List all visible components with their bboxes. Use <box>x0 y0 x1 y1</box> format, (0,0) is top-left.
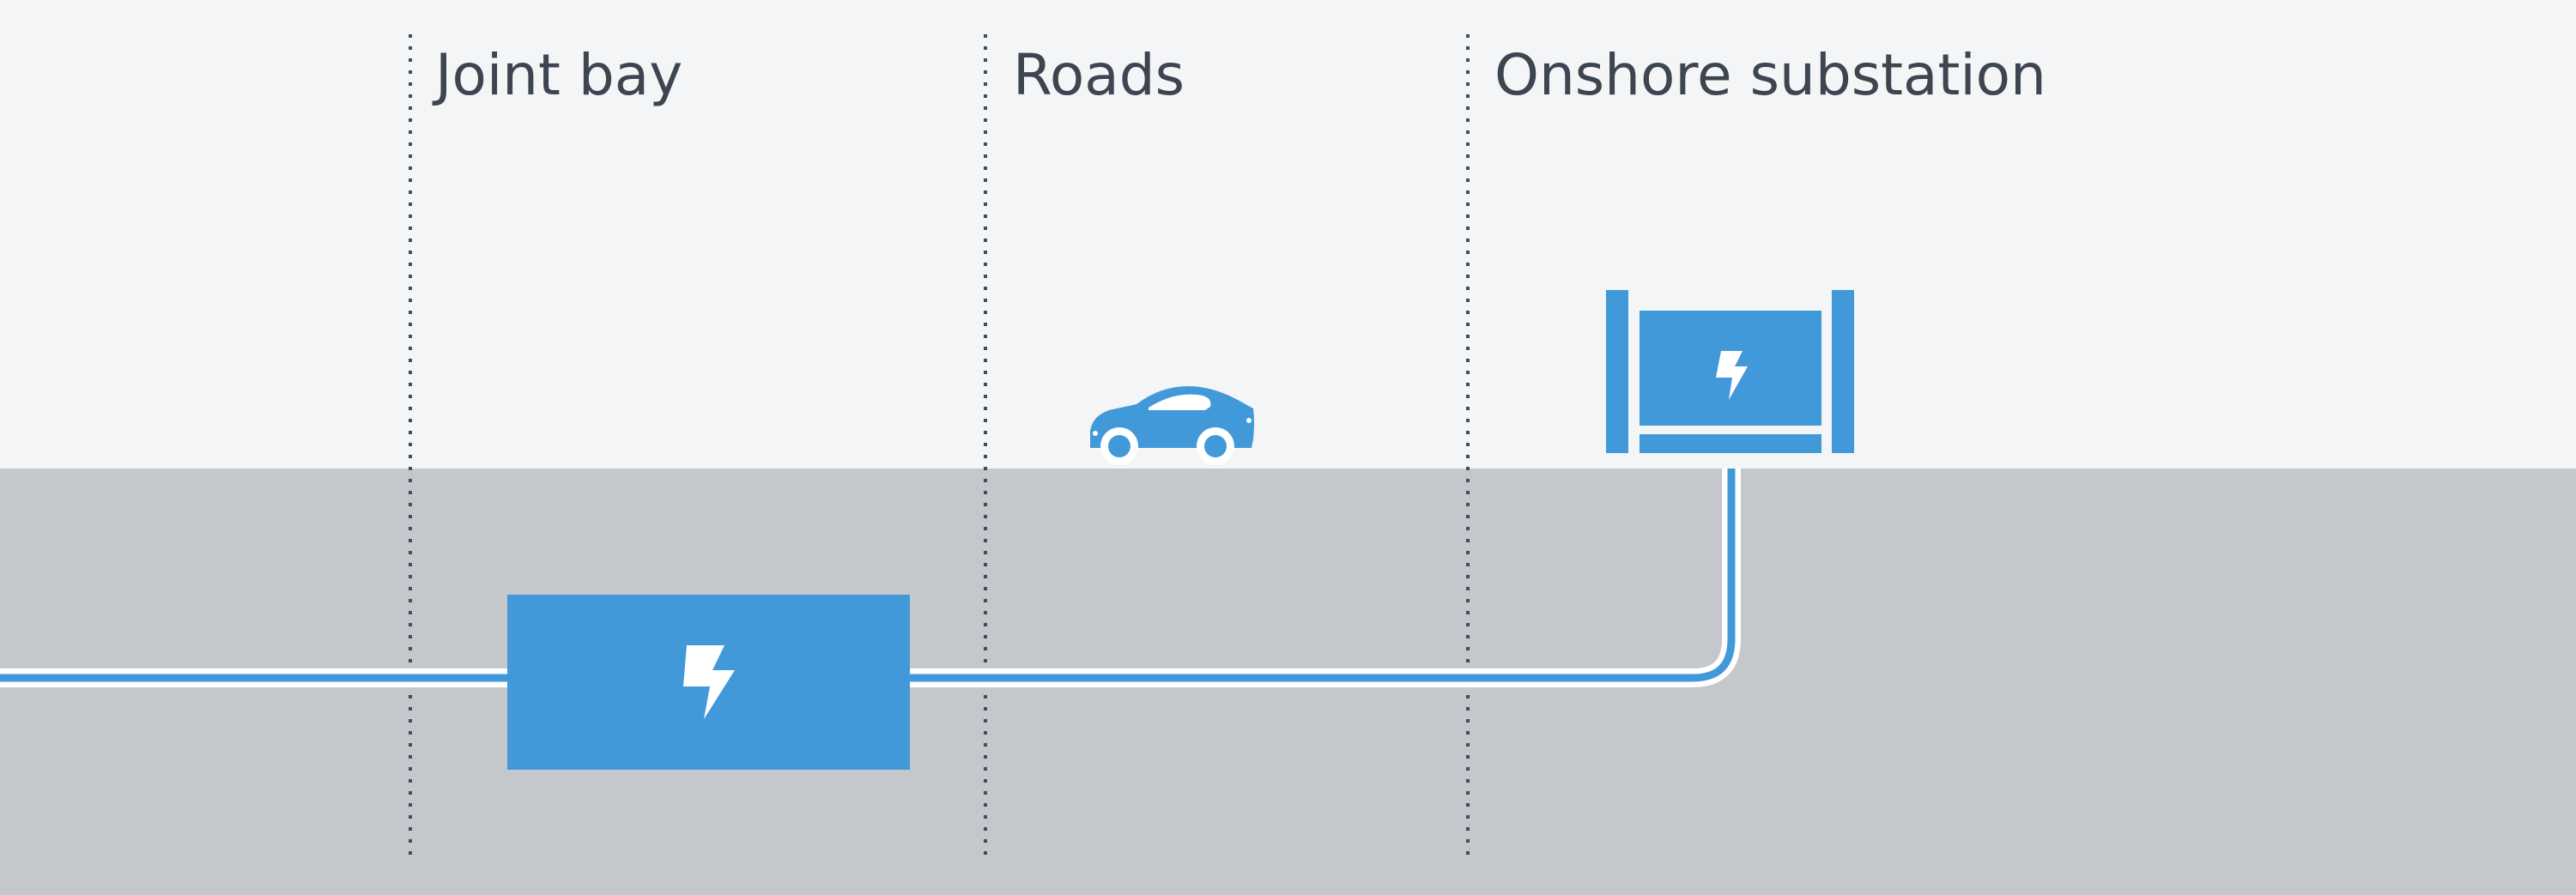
car-icon <box>1090 386 1254 465</box>
zone-label-joint-bay: Joint bay <box>435 42 683 108</box>
above-ground-area <box>0 0 2576 469</box>
zone-label-onshore-substation: Onshore substation <box>1494 42 2046 108</box>
lightning-bolt-icon <box>1716 351 1748 400</box>
onshore-substation <box>1606 290 1854 453</box>
cable-route <box>0 469 1741 687</box>
joint-bay-box <box>507 595 910 770</box>
zone-label-roads: Roads <box>1013 42 1185 108</box>
lightning-bolt-icon <box>683 645 735 719</box>
